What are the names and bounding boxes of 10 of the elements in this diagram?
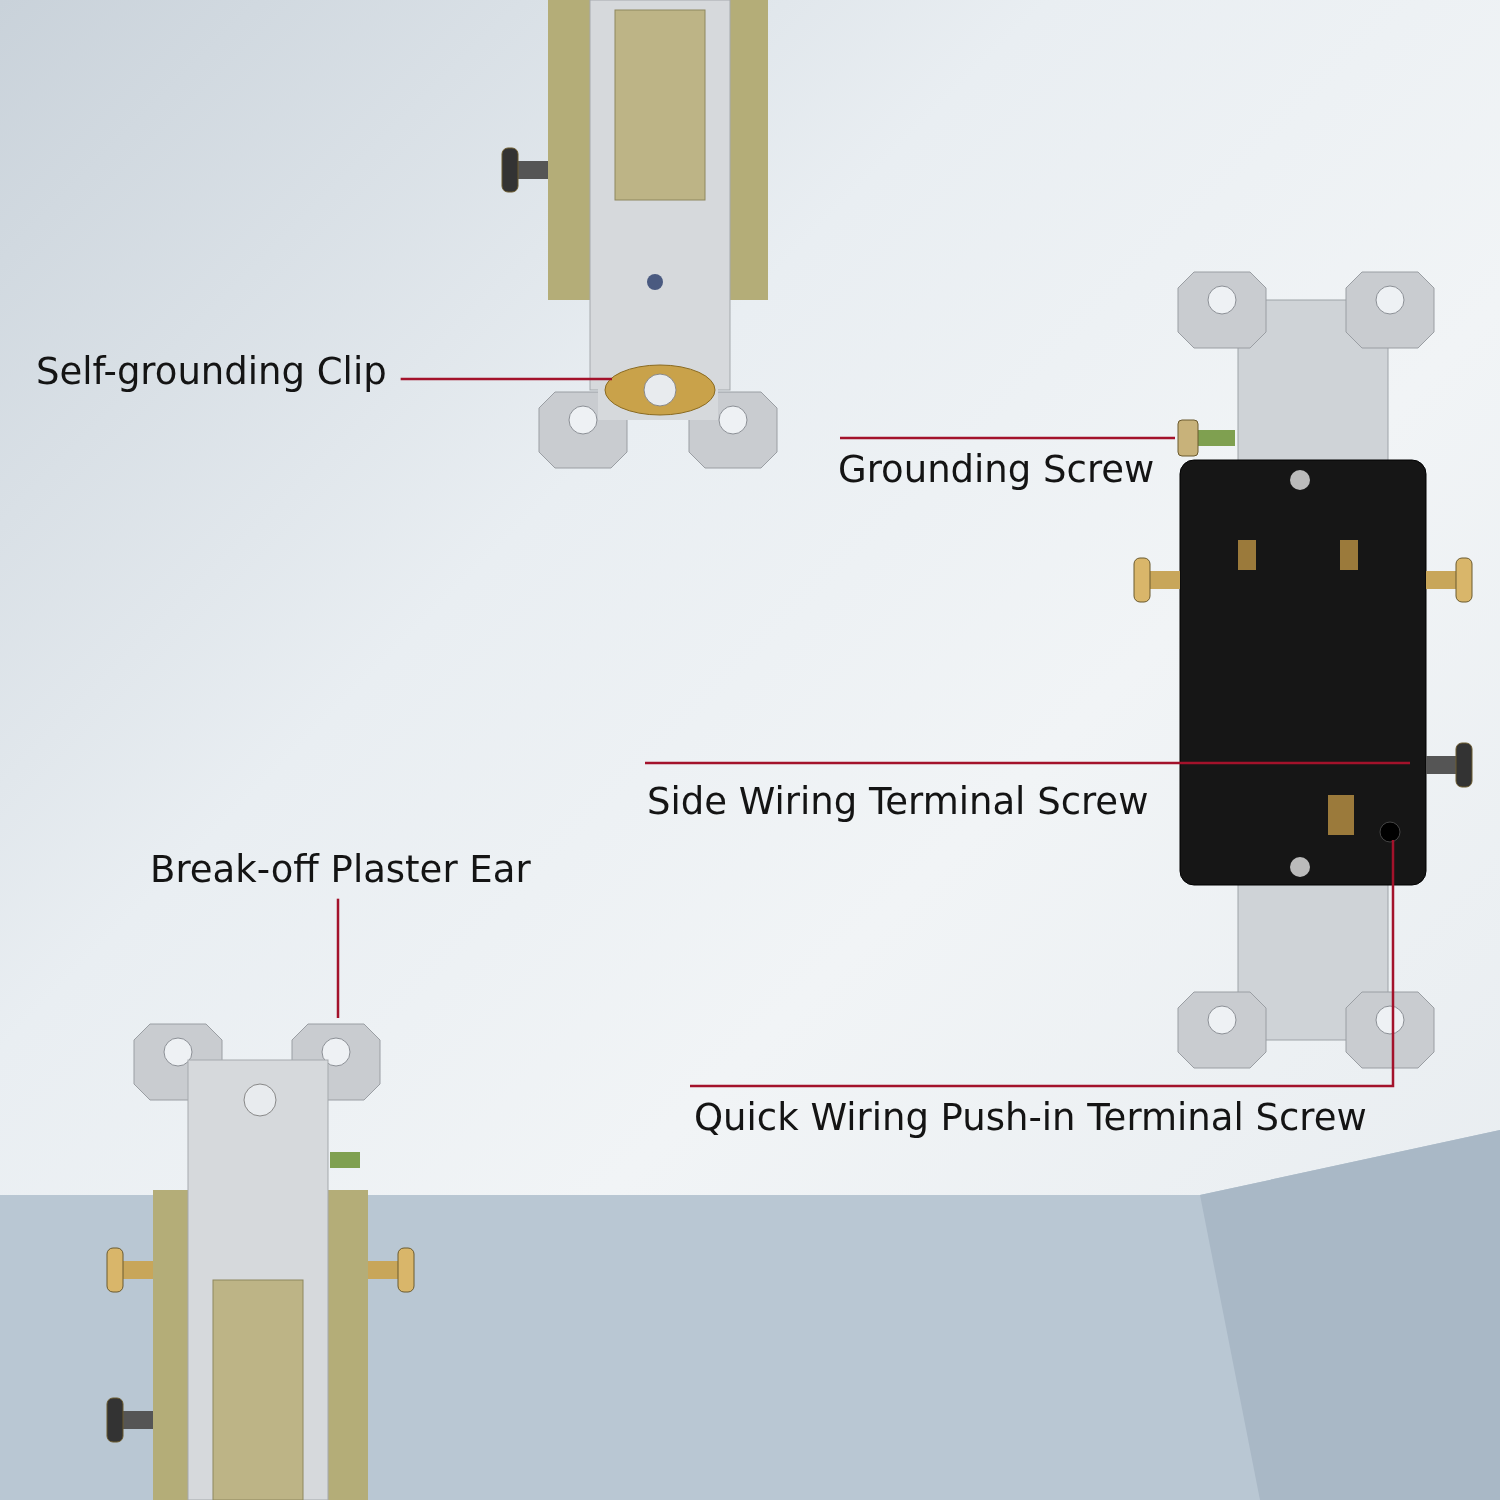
leader-line [645,761,1410,765]
callout-label: Grounding Screw [838,450,1155,491]
callout-label: Self-grounding Clip [36,352,387,393]
leader-line [690,840,1395,1088]
callout-label: Quick Wiring Push-in Terminal Screw [694,1098,1367,1139]
leader-line [400,377,612,381]
callout-label: Side Wiring Terminal Screw [647,782,1149,823]
leader-line [840,436,1175,440]
callout-label: Break-off Plaster Ear [150,850,531,891]
leader-line [336,898,340,1018]
